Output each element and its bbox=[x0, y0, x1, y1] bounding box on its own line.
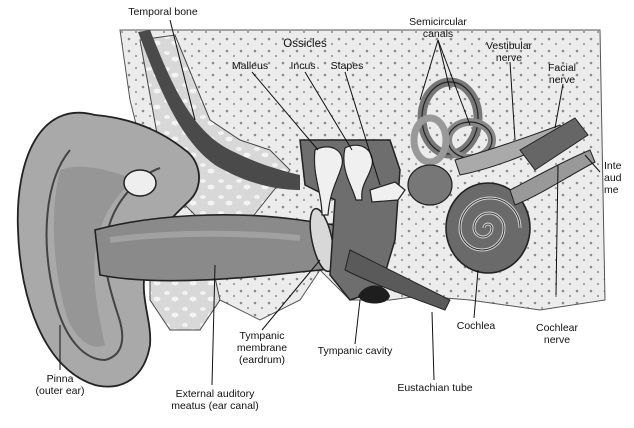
label-tympanic-membrane: Tympanic membrane (eardrum) bbox=[222, 330, 302, 366]
ear-canal bbox=[95, 215, 340, 281]
label-internal-auditory-meatus: Inte aud me bbox=[604, 160, 634, 196]
label-incus: Incus bbox=[283, 60, 323, 72]
ear-notch bbox=[124, 170, 156, 196]
label-semicircular-canals: Semicircular canals bbox=[398, 16, 478, 40]
vestibule bbox=[408, 165, 452, 205]
label-external-auditory-meatus: External auditory meatus (ear canal) bbox=[140, 388, 290, 412]
label-stapes: Stapes bbox=[323, 60, 371, 72]
label-facial-nerve: Facial nerve bbox=[540, 62, 584, 86]
label-vestibular-nerve: Vestibular nerve bbox=[474, 40, 544, 64]
label-cochlear-nerve: Cochlear nerve bbox=[526, 322, 588, 346]
label-cochlea: Cochlea bbox=[450, 320, 502, 332]
label-tympanic-cavity: Tympanic cavity bbox=[300, 345, 410, 357]
label-temporal-bone: Temporal bone bbox=[118, 6, 208, 18]
label-ossicles: Ossicles bbox=[270, 38, 340, 50]
label-pinna: Pinna (outer ear) bbox=[20, 373, 100, 397]
label-malleus: Malleus bbox=[225, 60, 275, 72]
label-eustachian-tube: Eustachian tube bbox=[380, 382, 490, 394]
